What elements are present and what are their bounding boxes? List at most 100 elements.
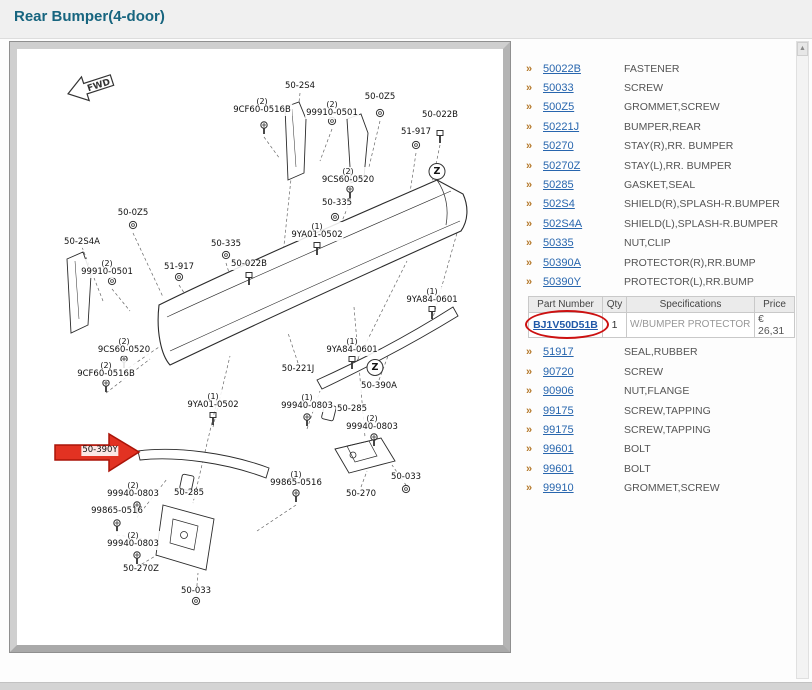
part-number-link[interactable]: 500Z5: [543, 101, 575, 114]
chevron-icon: »: [526, 482, 532, 495]
chevron-icon: »: [526, 346, 532, 359]
part-description: BOLT: [624, 462, 651, 475]
fwd-arrow-icon: FWD: [67, 74, 115, 102]
part-number-link[interactable]: 90906: [543, 385, 574, 398]
part-description: GROMMET,SCREW: [624, 482, 720, 495]
part-shapes: [66, 101, 468, 571]
chevron-icon: »: [526, 82, 532, 95]
parts-list-row: » 50390A PROTECTOR(R),RR.BUMP: [526, 253, 806, 272]
part-number-link[interactable]: 99175: [543, 404, 574, 417]
qty-cell: 1: [602, 311, 627, 338]
parts-list-row: » 51917 SEAL,RUBBER: [526, 343, 806, 362]
part-number-link[interactable]: 50390A: [543, 256, 581, 269]
part-description: PROTECTOR(R),RR.BUMP: [624, 256, 756, 269]
chevron-icon: »: [526, 256, 532, 269]
parts-list-row: » 99601 BOLT: [526, 459, 806, 478]
chevron-icon: »: [526, 179, 532, 192]
part-number-link[interactable]: 99601: [543, 443, 574, 456]
parts-list-bottom: » 51917 SEAL,RUBBER » 90720 SCREW » 90906 NUT,FL…: [526, 343, 806, 498]
chevron-icon: »: [526, 443, 532, 456]
part-number-link[interactable]: 51917: [543, 346, 574, 359]
chevron-icon: »: [526, 275, 532, 288]
part-number-link[interactable]: 502S4: [543, 198, 575, 211]
page-title: Rear Bumper(4-door): [14, 8, 165, 25]
part-description: BOLT: [624, 443, 651, 456]
part-description: SHIELD(L),SPLASH-R.BUMPER: [624, 217, 779, 230]
part-number-link[interactable]: 90720: [543, 365, 574, 378]
col-qty: Qty: [602, 295, 627, 313]
part-number-link[interactable]: 502S4A: [543, 217, 583, 230]
part-number-link[interactable]: 99910: [543, 482, 574, 495]
chevron-icon: »: [526, 385, 532, 398]
spec-cell: W/BUMPER PROTECTOR: [626, 311, 755, 338]
part-description: STAY(R),RR. BUMPER: [624, 140, 734, 153]
parts-list-row: » 99175 SCREW,TAPPING: [526, 401, 806, 420]
part-description: BUMPER,REAR: [624, 120, 702, 133]
hardware-icons: [101, 108, 444, 606]
col-price: Price: [754, 295, 795, 313]
col-part-number: Part Number: [528, 295, 603, 313]
table-header-row: Part Number Qty Specifications Price: [528, 295, 795, 313]
part-description: GASKET,SEAL: [624, 179, 696, 192]
part-number-link[interactable]: 50022B: [543, 62, 581, 75]
scroll-up-button[interactable]: ▲: [797, 42, 808, 56]
chevron-icon: »: [526, 237, 532, 250]
part-number-link[interactable]: 50335: [543, 237, 574, 250]
parts-list-row: » 502S4 SHIELD(R),SPLASH-R.BUMPER: [526, 195, 806, 214]
parts-list-row: » 50285 GASKET,SEAL: [526, 175, 806, 194]
parts-list-row: » 90906 NUT,FLANGE: [526, 381, 806, 400]
chevron-icon: »: [526, 62, 532, 75]
part-number-link[interactable]: BJ1V50D51B: [533, 318, 598, 331]
parts-list-row: » 50270 STAY(R),RR. BUMPER: [526, 137, 806, 156]
exploded-diagram: FWD: [54, 74, 468, 606]
part-description: SCREW: [624, 82, 664, 95]
parts-list-row: » 99910 GROMMET,SCREW: [526, 478, 806, 497]
highlight-arrow-icon: [54, 432, 141, 473]
part-description: STAY(L),RR. BUMPER: [624, 159, 732, 172]
part-description: GROMMET,SCREW: [624, 101, 720, 114]
part-description: SCREW,TAPPING: [624, 423, 711, 436]
part-description: NUT,CLIP: [624, 237, 671, 250]
chevron-icon: »: [526, 404, 532, 417]
part-number-link[interactable]: 50221J: [543, 120, 580, 133]
part-number-link[interactable]: 50390Y: [543, 275, 581, 288]
chevron-icon: »: [526, 217, 532, 230]
parts-list-row: » 90720 SCREW: [526, 362, 806, 381]
chevron-icon: »: [526, 462, 532, 475]
chevron-icon: »: [526, 140, 532, 153]
part-number-link[interactable]: 99175: [543, 423, 574, 436]
chevron-icon: »: [526, 159, 532, 172]
part-description: SCREW: [624, 365, 664, 378]
parts-list-row: » 50335 NUT,CLIP: [526, 234, 806, 253]
part-number-link[interactable]: 50270: [543, 140, 574, 153]
chevron-icon: »: [526, 198, 532, 211]
part-description: SEAL,RUBBER: [624, 346, 698, 359]
part-number-link[interactable]: 50270Z: [543, 159, 581, 172]
price-cell: € 26,31: [754, 311, 795, 338]
vertical-scrollbar[interactable]: ▲: [796, 41, 809, 679]
parts-list-row: » 99601 BOLT: [526, 440, 806, 459]
spec-table: Part Number Qty Specifications Price BJ1…: [525, 295, 795, 339]
parts-list-row: » 50221J BUMPER,REAR: [526, 117, 806, 136]
part-number-link[interactable]: 50285: [543, 179, 574, 192]
chevron-icon: »: [526, 120, 532, 133]
part-number-link[interactable]: 99601: [543, 462, 574, 475]
part-description: NUT,FLANGE: [624, 385, 690, 398]
chevron-icon: »: [526, 365, 532, 378]
parts-list-row: » 50270Z STAY(L),RR. BUMPER: [526, 156, 806, 175]
part-number-link[interactable]: 50033: [543, 82, 574, 95]
chevron-icon: »: [526, 101, 532, 114]
part-description: SHIELD(R),SPLASH-R.BUMPER: [624, 198, 780, 211]
parts-list-row: » 50390Y PROTECTOR(L),RR.BUMP: [526, 272, 806, 291]
parts-list-row: » 502S4A SHIELD(L),SPLASH-R.BUMPER: [526, 214, 806, 233]
bottom-bar: [0, 682, 812, 690]
parts-list-row: » 500Z5 GROMMET,SCREW: [526, 98, 806, 117]
col-specifications: Specifications: [626, 295, 755, 313]
part-description: SCREW,TAPPING: [624, 404, 711, 417]
part-description: PROTECTOR(L),RR.BUMP: [624, 275, 754, 288]
